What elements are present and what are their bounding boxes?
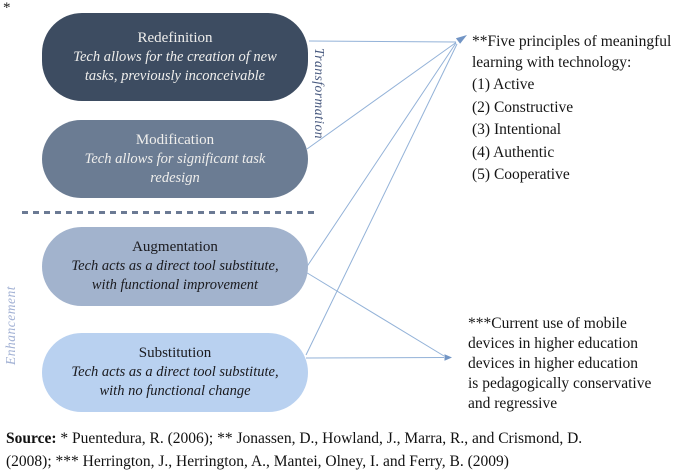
box-desc-line: Tech acts as a direct tool substitute, <box>71 258 279 274</box>
connector-line <box>308 40 457 43</box>
connector-line <box>305 43 458 356</box>
box-title: Modification <box>135 131 215 148</box>
source-line: * Puentedura, R. (2006); ** Jonassen, D.… <box>60 430 583 447</box>
connector-line <box>303 270 445 357</box>
source-label: Source: <box>6 430 57 447</box>
arrowhead-icon <box>444 354 452 361</box>
box-desc-line: with functional improvement <box>91 277 259 293</box>
box-modification: Modification Tech allows for significant… <box>42 120 308 198</box>
box-redefinition: Redefinition Tech allows for the creatio… <box>42 13 308 101</box>
principle-item: (1) Active <box>472 76 535 93</box>
box-title: Redefinition <box>137 29 213 46</box>
box-desc-line: tasks, previously inconceivable <box>84 67 266 84</box>
note-line: and regressive <box>468 395 558 412</box>
note-heading-line: **Five principles of meaningful <box>472 33 672 50</box>
principle-item: (4) Authentic <box>472 143 555 161</box>
box-desc-line: with no functional change <box>99 383 251 399</box>
arrowhead-icon <box>455 35 467 44</box>
box-substitution: Substitution Tech acts as a direct tool … <box>42 333 308 412</box>
principle-item: (5) Cooperative <box>472 166 570 183</box>
connector-line <box>305 357 445 359</box>
connector-line <box>306 42 457 150</box>
box-augmentation: Augmentation Tech acts as a direct tool … <box>42 227 308 306</box>
five-principles-note: **Five principles of meaningful learning… <box>472 31 680 186</box>
figure-asterisk: * <box>3 0 11 16</box>
side-label-transformation: Transformation <box>312 48 327 140</box>
principle-item: (3) Intentional <box>472 121 562 138</box>
box-title: Augmentation <box>132 239 218 255</box>
note-line: ***Current use of mobile <box>468 315 627 332</box>
note-heading-line: learning with technology: <box>472 54 632 71</box>
note-line: is pedagogically conservative <box>468 375 652 392</box>
current-use-note: ***Current use of mobile devices in high… <box>468 314 684 414</box>
source-line: (2008); *** Herrington, J., Herrington, … <box>6 452 509 470</box>
box-desc-line: redesign <box>150 169 200 186</box>
box-desc-line: Tech allows for significant task <box>84 150 266 167</box>
side-label-enhancement: Enhancement <box>3 286 18 366</box>
principle-item: (2) Constructive <box>472 98 574 116</box>
box-desc-line: Tech allows for the creation of new <box>73 48 277 65</box>
box-title: Substitution <box>138 345 212 361</box>
note-line: devices in higher education <box>468 355 639 372</box>
box-desc-line: Tech acts as a direct tool substitute, <box>71 364 279 380</box>
source-note: Source: * Puentedura, R. (2006); ** Jona… <box>6 428 681 473</box>
note-line: devices in higher education <box>468 335 639 352</box>
dashed-divider <box>22 211 314 214</box>
